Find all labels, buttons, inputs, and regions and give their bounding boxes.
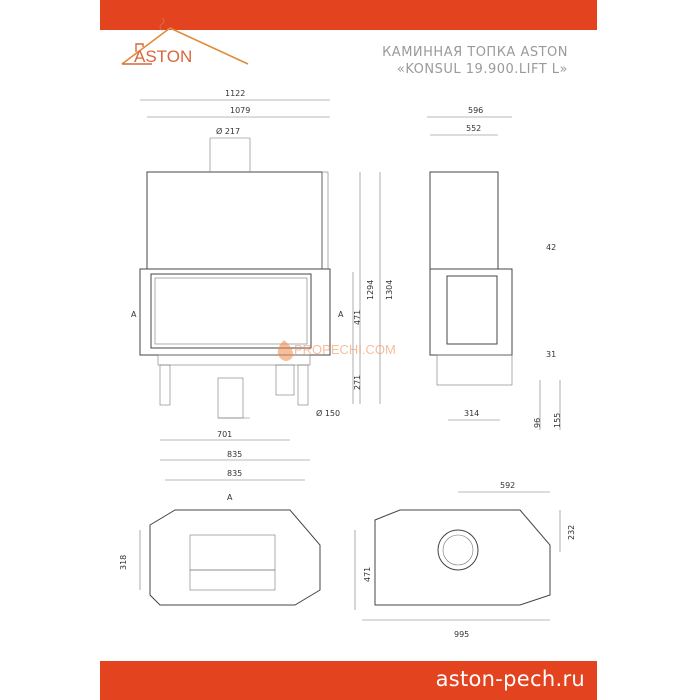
dim-596: 596: [468, 106, 483, 115]
dim-701: 701: [217, 430, 232, 439]
dim-232: 232: [567, 525, 576, 540]
dim-1079: 1079: [230, 106, 250, 115]
watermark: PROPECHI.COM: [277, 340, 396, 361]
front-view: 1122 1079 Ø 217 1294 1304 471 271 Ø 150 …: [131, 89, 394, 461]
dim-592: 592: [500, 481, 515, 490]
dim-155: 155: [553, 413, 562, 428]
dim-1122: 1122: [225, 89, 245, 98]
dim-314: 314: [464, 409, 479, 418]
dim-96: 96: [533, 418, 542, 428]
dim-top-471: 471: [363, 567, 372, 582]
dim-1294: 1294: [366, 280, 375, 300]
footer-website[interactable]: aston-pech.ru: [435, 667, 585, 691]
dim-271: 271: [353, 375, 362, 390]
section-view: 835 A 318: [119, 469, 321, 606]
dim-flue-diameter: Ø 217: [216, 126, 240, 136]
dim-air-diameter: Ø 150: [316, 408, 340, 418]
dim-995: 995: [454, 630, 469, 639]
side-view: 596 552 42 31 314 96 155: [427, 106, 562, 430]
title-line-1: КАМИННАЯ ТОПКА ASTON: [382, 45, 568, 60]
logo-text: ASTON: [134, 47, 192, 66]
page-title: КАМИННАЯ ТОПКА ASTON «KONSUL 19.900.LIFT…: [382, 44, 568, 78]
section-mark-right: A: [338, 310, 344, 319]
aston-logo: ASTON: [121, 17, 249, 66]
footer-band: [100, 661, 597, 700]
dim-31: 31: [546, 350, 556, 359]
dim-1304: 1304: [385, 280, 394, 300]
top-view: 592 232 471 995: [354, 481, 576, 639]
dim-section-835: 835: [227, 469, 242, 478]
header-band: [100, 0, 597, 30]
section-mark-left: A: [131, 310, 137, 319]
section-label: A: [227, 493, 233, 502]
title-line-2: «KONSUL 19.900.LIFT L»: [396, 62, 568, 77]
watermark-text: PROPECHI.COM: [294, 342, 396, 357]
dim-471: 471: [353, 310, 362, 325]
dim-835: 835: [227, 450, 242, 459]
dim-552: 552: [466, 124, 481, 133]
dim-318: 318: [119, 555, 128, 570]
dim-42: 42: [546, 243, 556, 252]
